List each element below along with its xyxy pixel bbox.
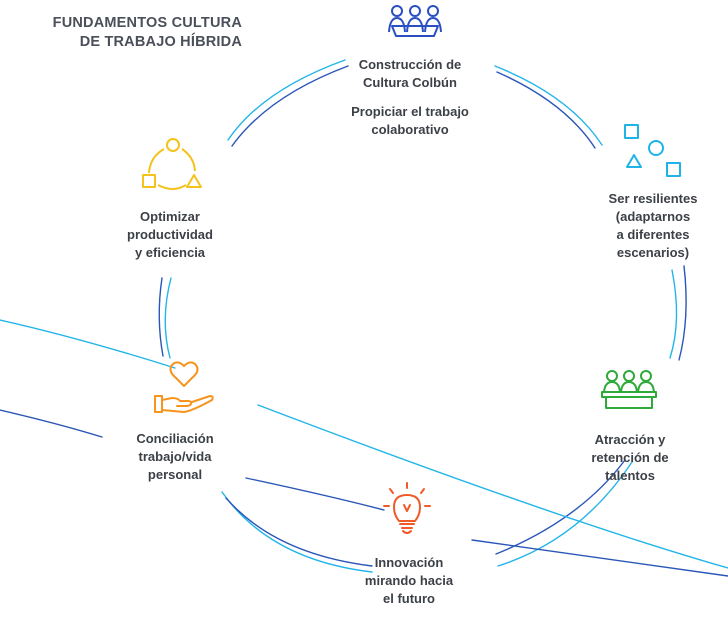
- shapes-icon: [624, 124, 681, 177]
- node-innovacion: Innovación mirando hacia el futuro: [349, 554, 469, 608]
- arc-top-left-dark: [231, 65, 349, 147]
- node-resilientes-line-3: a diferentes: [616, 227, 690, 242]
- node-innovacion-line-2: mirando hacia: [364, 573, 454, 588]
- node-atraccion: Atracción y retención de talentos: [575, 431, 685, 485]
- node-propiciar-line-1: Propiciar el trabajo: [351, 104, 469, 119]
- node-innovacion-line-1: Innovación: [374, 555, 444, 570]
- node-resilientes-line-1: Ser resilientes: [608, 191, 698, 206]
- arc-right-light: [669, 269, 678, 359]
- node-resilientes-line-4: escenarios): [616, 245, 690, 260]
- sweep-left-dark: [0, 409, 103, 438]
- audience-icon: [601, 370, 657, 409]
- title-line-1: FUNDAMENTOS CULTURA: [52, 15, 242, 31]
- node-propiciar-line-2: colaborativo: [371, 122, 449, 137]
- node-construccion-line-2: Cultura Colbún: [363, 75, 457, 90]
- arc-right-dark: [678, 265, 687, 361]
- node-conciliacion-line-1: Conciliación: [136, 431, 214, 446]
- people-group-icon: [388, 5, 442, 37]
- node-atraccion-line-2: retención de: [591, 450, 669, 465]
- node-conciliacion-line-2: trabajo/vida: [138, 449, 212, 464]
- lightbulb-icon: [383, 482, 431, 534]
- cycle-shapes-icon: [142, 138, 202, 190]
- node-optimizar-line-2: productividad: [127, 227, 213, 242]
- node-conciliacion-line-3: personal: [147, 467, 203, 482]
- sweep-right-dark: [471, 539, 728, 577]
- arc-top-right-dark: [496, 71, 596, 149]
- node-resilientes-line-2: (adaptarnos: [615, 209, 691, 224]
- title-line-2: DE TRABAJO HÍBRIDA: [79, 34, 242, 50]
- arc-bottom-left-dark: [225, 497, 373, 567]
- arc-left-light: [164, 277, 172, 359]
- node-optimizar-line-3: y eficiencia: [134, 245, 206, 260]
- node-construccion: Construcción de Cultura Colbún: [335, 56, 485, 92]
- heart-hand-icon: [154, 361, 214, 413]
- node-conciliacion: Conciliación trabajo/vida personal: [115, 430, 235, 484]
- node-optimizar: Optimizar productividad y eficiencia: [105, 208, 235, 262]
- node-innovacion-line-3: el futuro: [383, 591, 435, 606]
- arc-top-left-light: [227, 59, 346, 141]
- node-propiciar: Propiciar el trabajo colaborativo: [335, 103, 485, 139]
- arc-top-right-light: [494, 65, 603, 146]
- sweep-center-light: [257, 404, 728, 569]
- diagram-title: FUNDAMENTOS CULTURA DE TRABAJO HÍBRIDA: [20, 14, 242, 52]
- node-resilientes: Ser resilientes (adaptarnos a diferentes…: [588, 190, 718, 262]
- node-construccion-line-1: Construcción de: [358, 57, 462, 72]
- sweep-left-light: [0, 319, 176, 369]
- node-atraccion-line-1: Atracción y: [594, 432, 666, 447]
- arc-left-dark: [158, 277, 164, 357]
- arc-bottom-right-light: [497, 461, 633, 567]
- node-atraccion-line-3: talentos: [605, 468, 655, 483]
- sweep-center-dark: [245, 477, 385, 511]
- node-optimizar-line-1: Optimizar: [140, 209, 200, 224]
